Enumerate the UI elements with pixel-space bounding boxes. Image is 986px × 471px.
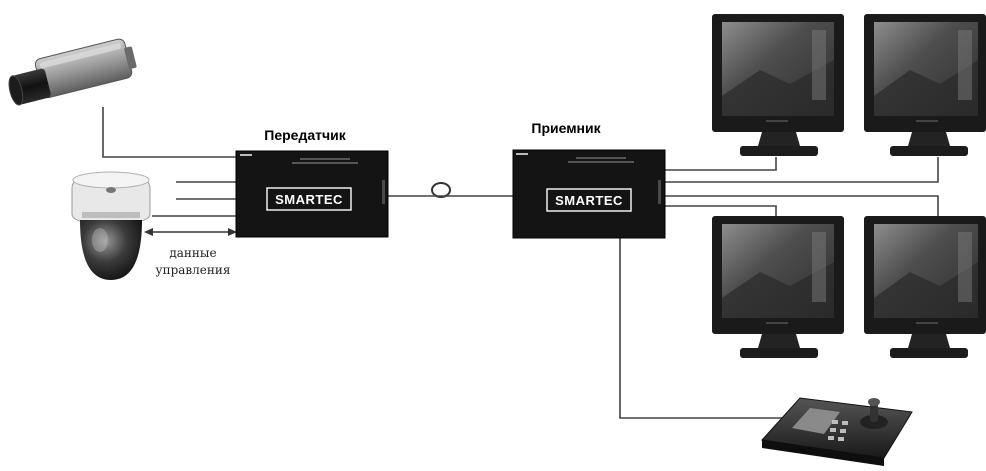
ptz-keyboard-icon <box>761 397 913 466</box>
fiber-coil-icon <box>430 182 452 198</box>
connections <box>102 107 939 419</box>
monitor-2-cable <box>664 157 939 183</box>
monitor-icon <box>864 216 986 358</box>
receiver-brand-frame <box>546 188 632 212</box>
monitor-icon <box>712 14 844 156</box>
keyboard-cable <box>619 238 790 419</box>
receiver-device: SMARTEC <box>512 149 666 239</box>
control-data-label-line1: данные <box>169 246 216 260</box>
control-data-arrow <box>144 228 237 236</box>
transmitter-brand-frame <box>266 187 352 211</box>
monitor-1-cable <box>664 157 777 171</box>
box-camera-cable <box>102 107 236 158</box>
monitor-3-cable <box>664 205 777 218</box>
monitor-4-cable <box>664 195 939 216</box>
receiver-brand: SMARTEC <box>555 193 623 208</box>
receiver-label: Приемник <box>531 120 601 136</box>
monitor-icon <box>864 14 986 156</box>
transmitter-label: Передатчик <box>264 127 346 143</box>
transmitter-brand: SMARTEC <box>275 192 343 207</box>
monitor-icon <box>712 216 844 358</box>
control-data-label-line2: управления <box>156 263 231 277</box>
box-camera-icon <box>8 38 137 106</box>
transmitter-device: SMARTEC <box>235 150 389 238</box>
dome-camera-icon <box>71 171 151 280</box>
